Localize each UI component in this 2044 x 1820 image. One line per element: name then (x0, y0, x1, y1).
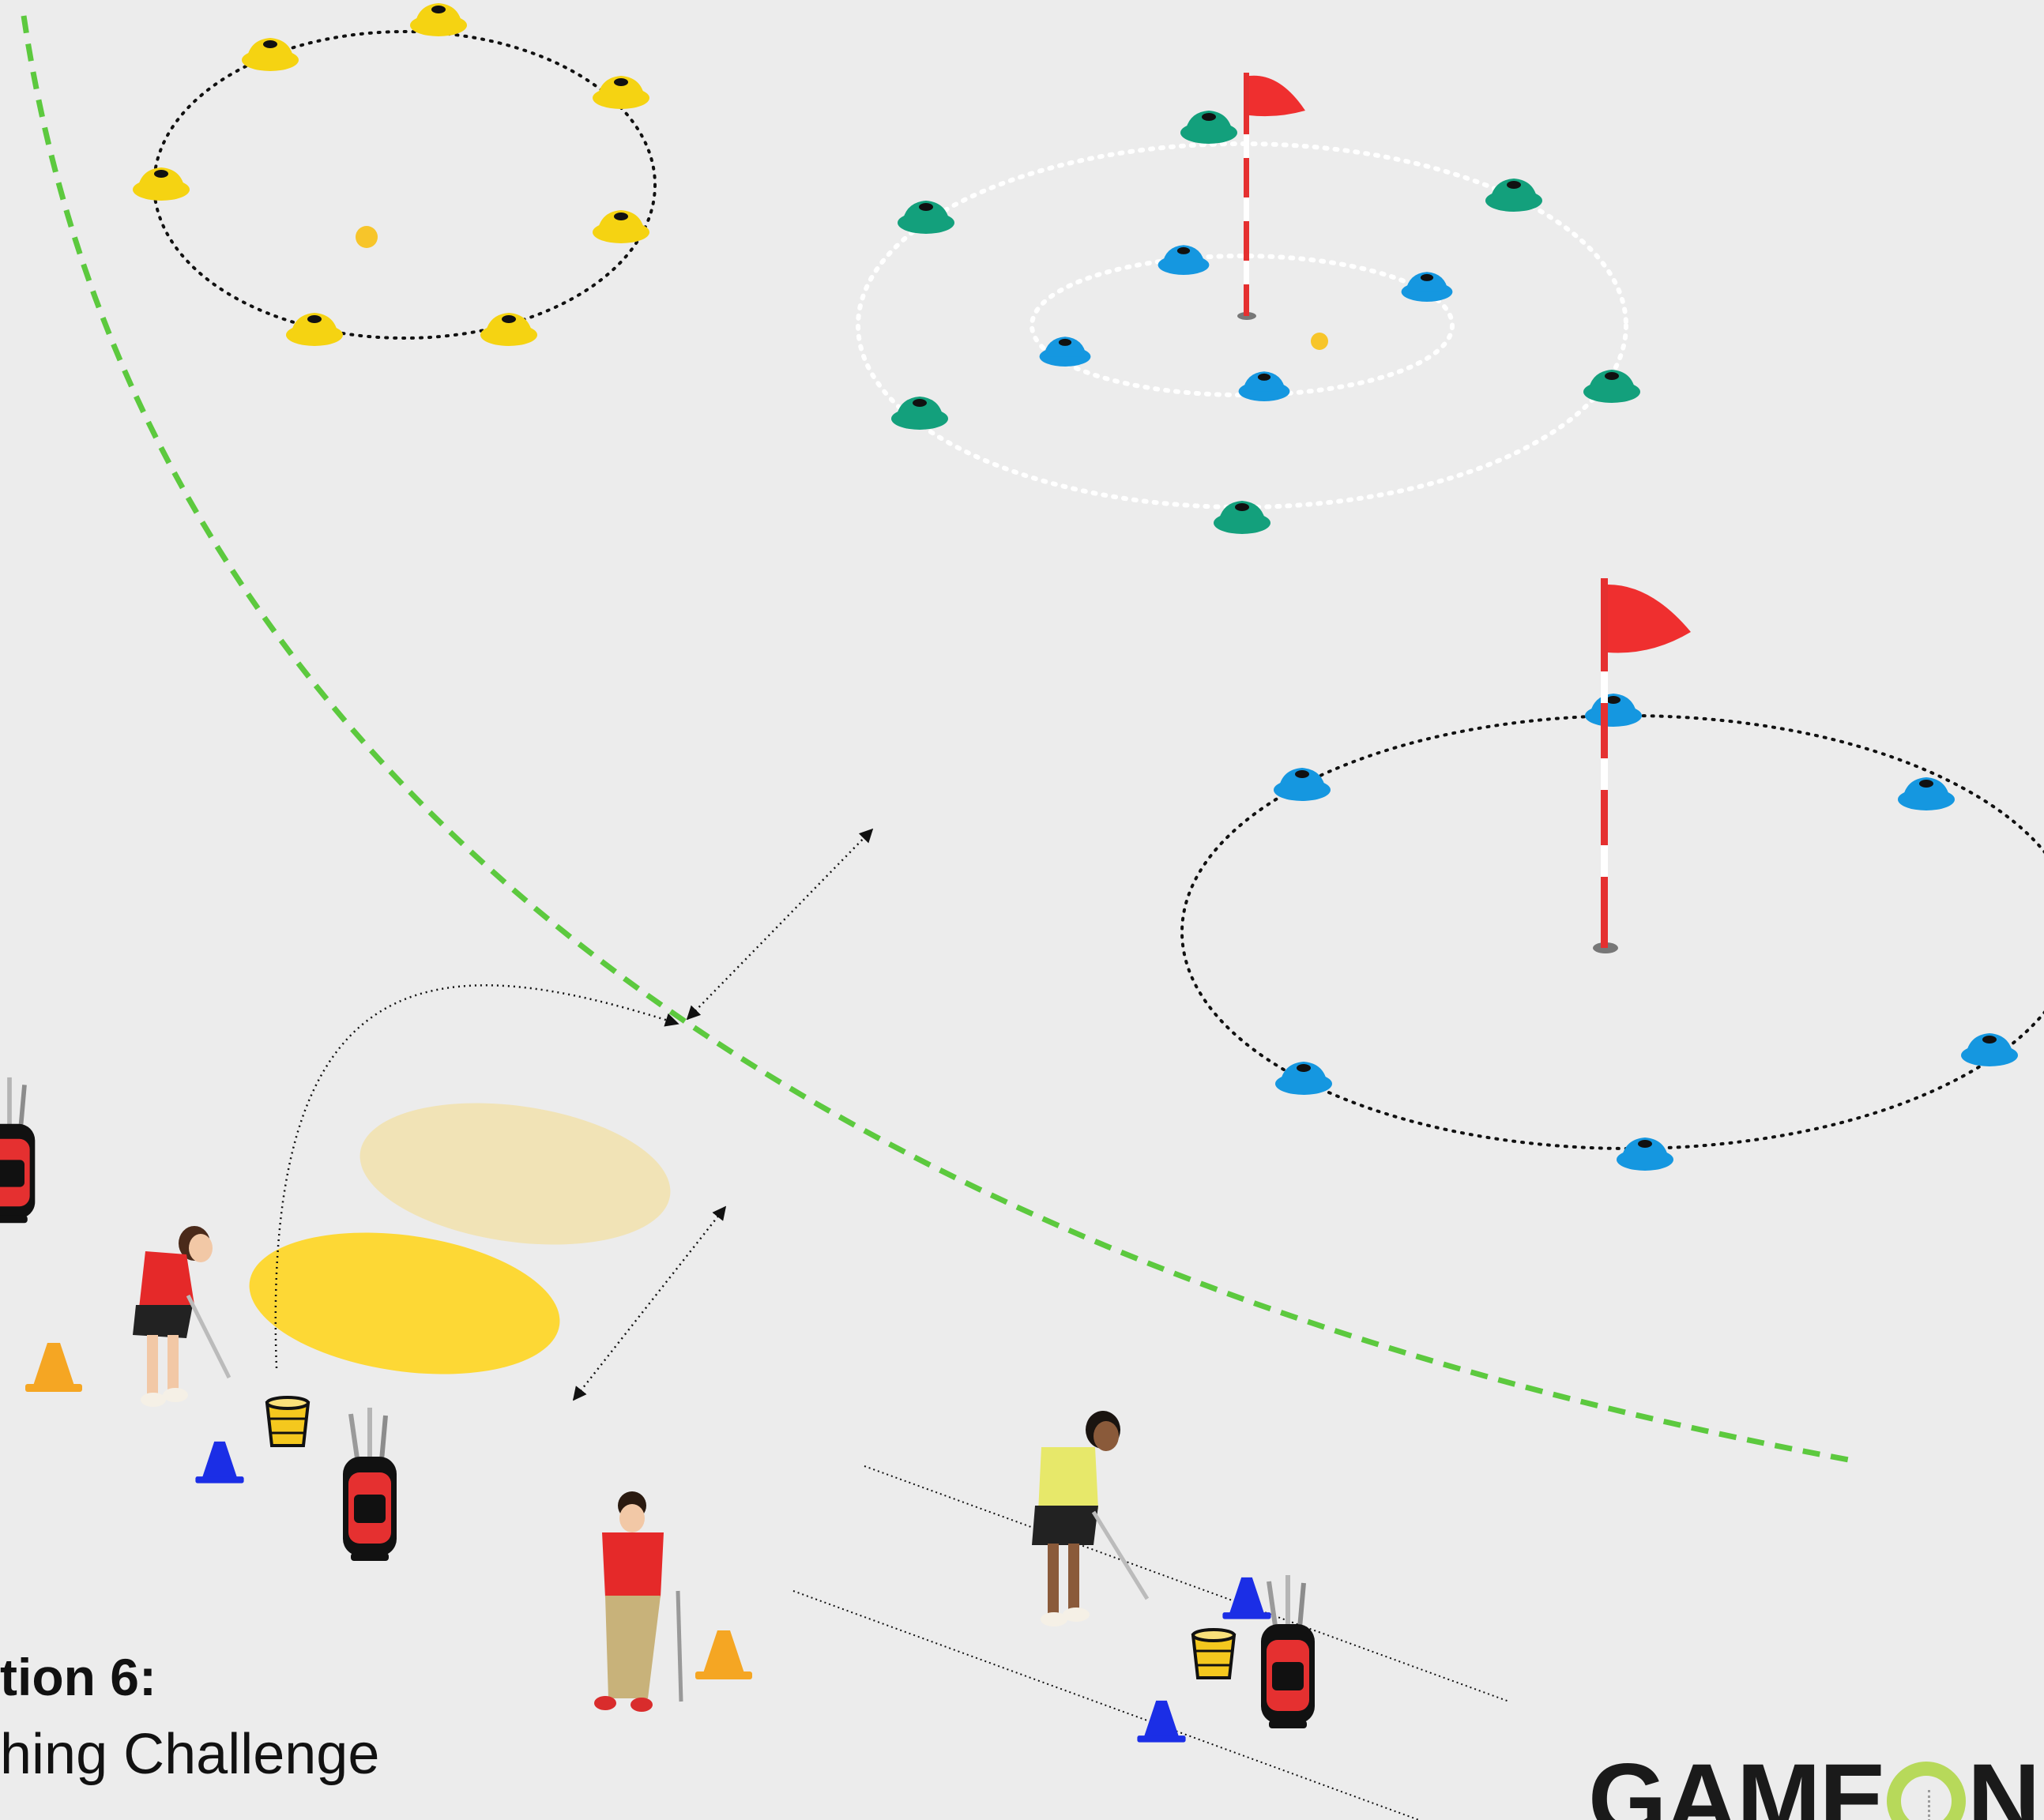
disc-cone-icon (1180, 111, 1237, 144)
disc-cone-icon (1961, 1033, 2018, 1066)
golf-bag-icon (343, 1408, 397, 1561)
golfer-icon (594, 1491, 681, 1712)
traffic-cone-icon (195, 1442, 243, 1483)
yellow-cone-ring (133, 3, 655, 346)
brand-text-end: N (1967, 1743, 2038, 1820)
traffic-cone-icon (25, 1343, 82, 1392)
disc-cone-icon (593, 76, 649, 109)
disc-cone-icon (1583, 370, 1640, 403)
disc-cone-icon (286, 313, 343, 346)
traffic-cone-icon (695, 1630, 752, 1679)
disc-cone-icon (593, 210, 649, 243)
disc-cone-icon (480, 313, 537, 346)
disc-cone-icon (1040, 337, 1091, 367)
disc-cone-icon (1585, 694, 1642, 727)
disc-cone-icon (1274, 768, 1331, 801)
ball-bucket-icon (1193, 1630, 1234, 1678)
disc-cone-icon (898, 201, 954, 234)
golf-ball-o-icon (1887, 1762, 1966, 1820)
disc-cone-icon (1239, 371, 1290, 401)
lane-line-lower (793, 1591, 1419, 1820)
station-subtitle: hing Challenge (0, 1722, 379, 1787)
disc-cone-icon (1898, 777, 1955, 810)
disc-cone-icon (1214, 501, 1270, 534)
disc-cone-icon (410, 3, 467, 36)
golf-bag-icon (1261, 1575, 1315, 1728)
brand-text-start: GAME (1588, 1743, 1885, 1820)
golfer-icon (1032, 1411, 1147, 1626)
golf-ball (356, 226, 378, 248)
disc-cone-icon (242, 38, 299, 71)
disc-cone-icon (1485, 179, 1542, 212)
traffic-cone-icon (1222, 1577, 1270, 1619)
flag-icon (1237, 73, 1305, 320)
traffic-cone-icon (1137, 1701, 1185, 1743)
disc-cone-icon (1617, 1138, 1673, 1171)
double-ring-target (858, 73, 1640, 534)
ball-bucket-icon (267, 1397, 308, 1446)
golf-ball (1311, 333, 1328, 350)
disc-cone-icon (133, 167, 190, 201)
disc-cone-icon (891, 397, 948, 430)
disc-cone-icon (1158, 245, 1210, 275)
golfer-icon (133, 1226, 229, 1407)
blue-cone-ring (1182, 578, 2044, 1171)
flag-icon (1593, 578, 1691, 953)
disc-cone-icon (1275, 1062, 1332, 1095)
disc-cone-icon (1402, 272, 1453, 302)
distance-arrow-upper (687, 829, 872, 1019)
golf-bag-icon (0, 1077, 35, 1223)
lane-line-upper (864, 1466, 1509, 1702)
station-title: tion 6: (0, 1647, 156, 1707)
